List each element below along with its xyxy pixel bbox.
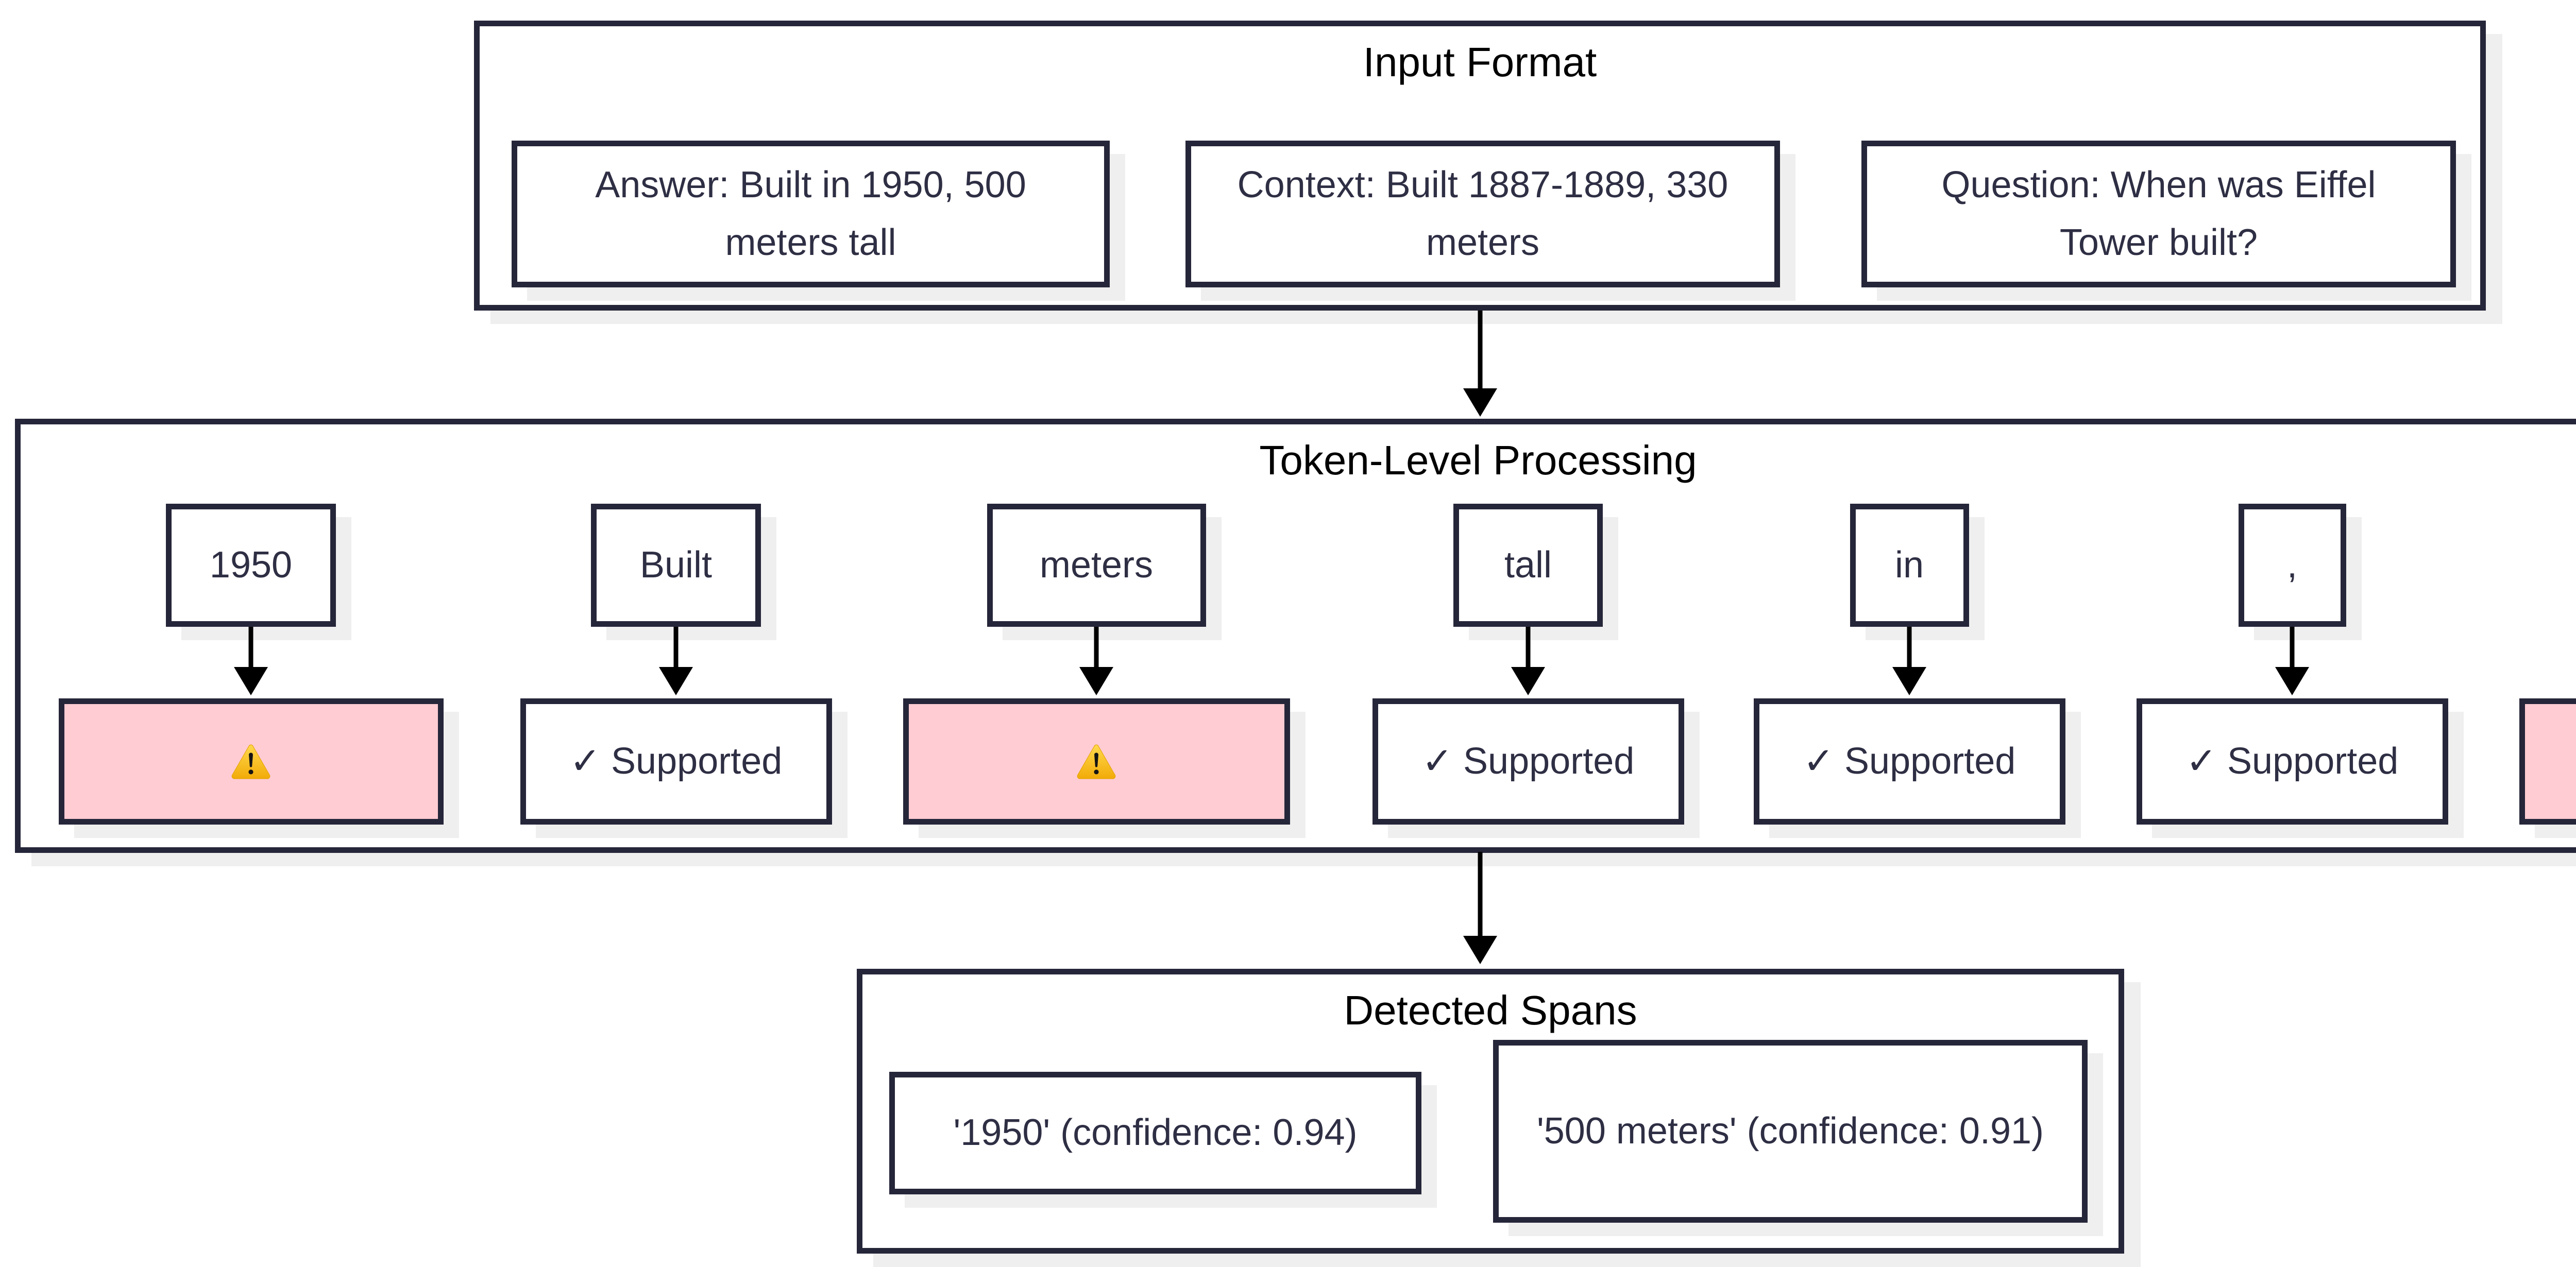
- arrow-shaft: [1478, 311, 1483, 390]
- input-format-title: Input Format: [1363, 39, 1597, 85]
- arrow-shaft: [248, 627, 253, 670]
- supported-label: ✓ Supported: [569, 740, 783, 782]
- arrow-shaft: [1478, 852, 1483, 938]
- token-label: ,: [2286, 544, 2297, 586]
- token-label: meters: [1039, 544, 1154, 586]
- arrow-token-to-status: [1892, 627, 1926, 695]
- supported-label: ✓ Supported: [1803, 740, 2016, 782]
- arrow-input-to-tokens: [1463, 311, 1497, 417]
- token-label: tall: [1504, 544, 1552, 586]
- token-box-1950: 1950: [166, 504, 336, 627]
- arrow-token-to-status: [2275, 627, 2309, 695]
- token-box-in: in: [1850, 504, 1969, 627]
- arrow-shaft: [1526, 627, 1531, 670]
- status-supported-box: ✓ Supported: [1753, 698, 2065, 825]
- token-label: Built: [639, 544, 713, 586]
- arrow-head-icon: [1511, 667, 1545, 695]
- token-processing-title: Token-Level Processing: [1259, 437, 1697, 483]
- arrow-shaft: [2290, 627, 2295, 670]
- answer-box: Answer: Built in 1950, 500 meters tall: [512, 141, 1110, 287]
- detected-spans-title: Detected Spans: [1344, 987, 1637, 1033]
- token-box-tall: tall: [1453, 504, 1603, 627]
- status-warning-box: [2519, 698, 2576, 825]
- span-500-meters-text: '500 meters' (confidence: 0.91): [1536, 1110, 2044, 1152]
- arrow-head-icon: [659, 667, 693, 695]
- arrow-token-to-status: [234, 627, 268, 695]
- arrow-head-icon: [2275, 667, 2309, 695]
- arrow-token-to-status: [659, 627, 693, 695]
- arrow-token-to-status: [1511, 627, 1545, 695]
- arrow-head-icon: [1463, 388, 1497, 417]
- status-warning-box: [58, 698, 444, 825]
- span-500-meters-box: '500 meters' (confidence: 0.91): [1493, 1040, 2088, 1223]
- answer-text: Answer: Built in 1950, 500 meters tall: [595, 164, 1026, 263]
- arrow-shaft: [673, 627, 679, 670]
- warning-icon: [1077, 744, 1116, 779]
- span-1950-text: '1950' (confidence: 0.94): [953, 1112, 1358, 1154]
- token-box-comma: ,: [2238, 504, 2346, 627]
- question-text: Question: When was Eiffel Tower built?: [1941, 164, 2376, 263]
- token-processing-group: Token-Level Processing 1950 Built ✓ Suppor…: [15, 419, 2576, 853]
- supported-label: ✓ Supported: [2185, 740, 2399, 782]
- token-label: in: [1894, 544, 1924, 586]
- supported-label: ✓ Supported: [1421, 740, 1635, 782]
- detected-spans-group: Detected Spans '1950' (confidence: 0.94)…: [857, 969, 2124, 1254]
- status-supported-box: ✓ Supported: [2136, 698, 2448, 825]
- arrow-shaft: [1094, 627, 1099, 670]
- status-supported-box: ✓ Supported: [520, 698, 832, 825]
- arrow-head-icon: [234, 667, 268, 695]
- context-box: Context: Built 1887-1889, 330 meters: [1185, 141, 1780, 287]
- input-format-group: Input Format Answer: Built in 1950, 500 …: [474, 21, 2486, 311]
- token-box-meters: meters: [987, 504, 1206, 627]
- arrow-token-to-status: [1079, 627, 1113, 695]
- arrow-head-icon: [1463, 936, 1497, 964]
- arrow-head-icon: [1892, 667, 1926, 695]
- span-1950-box: '1950' (confidence: 0.94): [889, 1072, 1421, 1194]
- status-warning-box: [903, 698, 1290, 825]
- status-supported-box: ✓ Supported: [1372, 698, 1684, 825]
- token-label: 1950: [209, 544, 293, 586]
- token-box-Built: Built: [591, 504, 761, 627]
- context-text: Context: Built 1887-1889, 330 meters: [1237, 164, 1728, 263]
- arrow-tokens-to-spans: [1463, 852, 1497, 964]
- question-box: Question: When was Eiffel Tower built?: [1861, 141, 2456, 287]
- warning-icon: [231, 744, 270, 779]
- arrow-shaft: [1907, 627, 1912, 670]
- arrow-head-icon: [1079, 667, 1113, 695]
